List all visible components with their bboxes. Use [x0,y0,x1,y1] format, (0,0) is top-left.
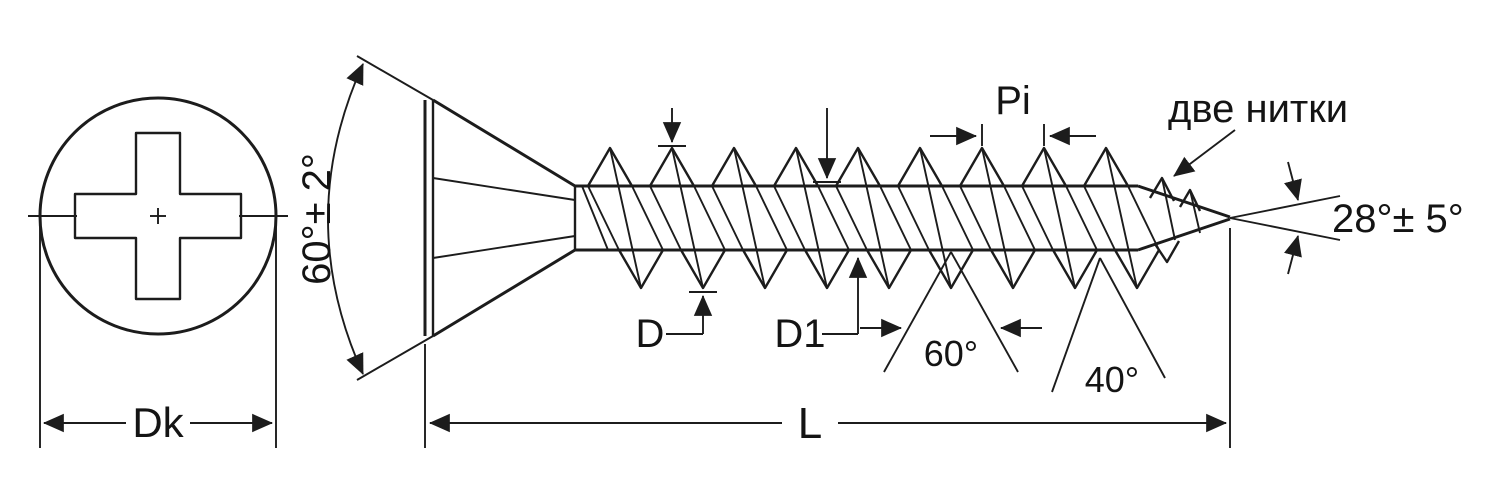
thread-angle-label: 60° [924,333,978,374]
head-diameter-dimension: Dk [39,224,277,448]
screw-tip [1137,176,1231,264]
core-diameter-annotation: D1 [774,108,868,356]
outer-diameter-annotation: D [636,108,717,356]
length-dimension: L [424,228,1231,448]
two-threads-label: две нитки [1168,87,1348,131]
phillips-recess [73,131,243,301]
two-threads-annotation: две нитки [1168,87,1348,177]
length-label: L [798,399,822,448]
core-diameter-label: D1 [774,312,825,356]
head-front-view [28,96,288,336]
outer-diameter-label: D [636,312,665,356]
lead-angle-label: 40° [1085,359,1139,400]
screw-side-view [423,98,1231,338]
head-angle-annotation: 60°± 2° [295,55,434,381]
lead-angle-annotation: 40° [1051,257,1166,400]
countersunk-head [423,98,577,338]
pitch-label: Pi [995,79,1031,123]
tip-angle-label: 28°± 5° [1332,197,1464,241]
head-angle-label: 60°± 2° [295,153,339,285]
threaded-shank [575,146,1161,290]
pitch-annotation: Pi [930,79,1096,146]
tip-angle-annotation: 28°± 5° [1229,161,1464,275]
thread-angle-annotation: 60° [860,251,1042,374]
center-mark [150,208,166,224]
head-diameter-label: Dk [132,399,184,446]
